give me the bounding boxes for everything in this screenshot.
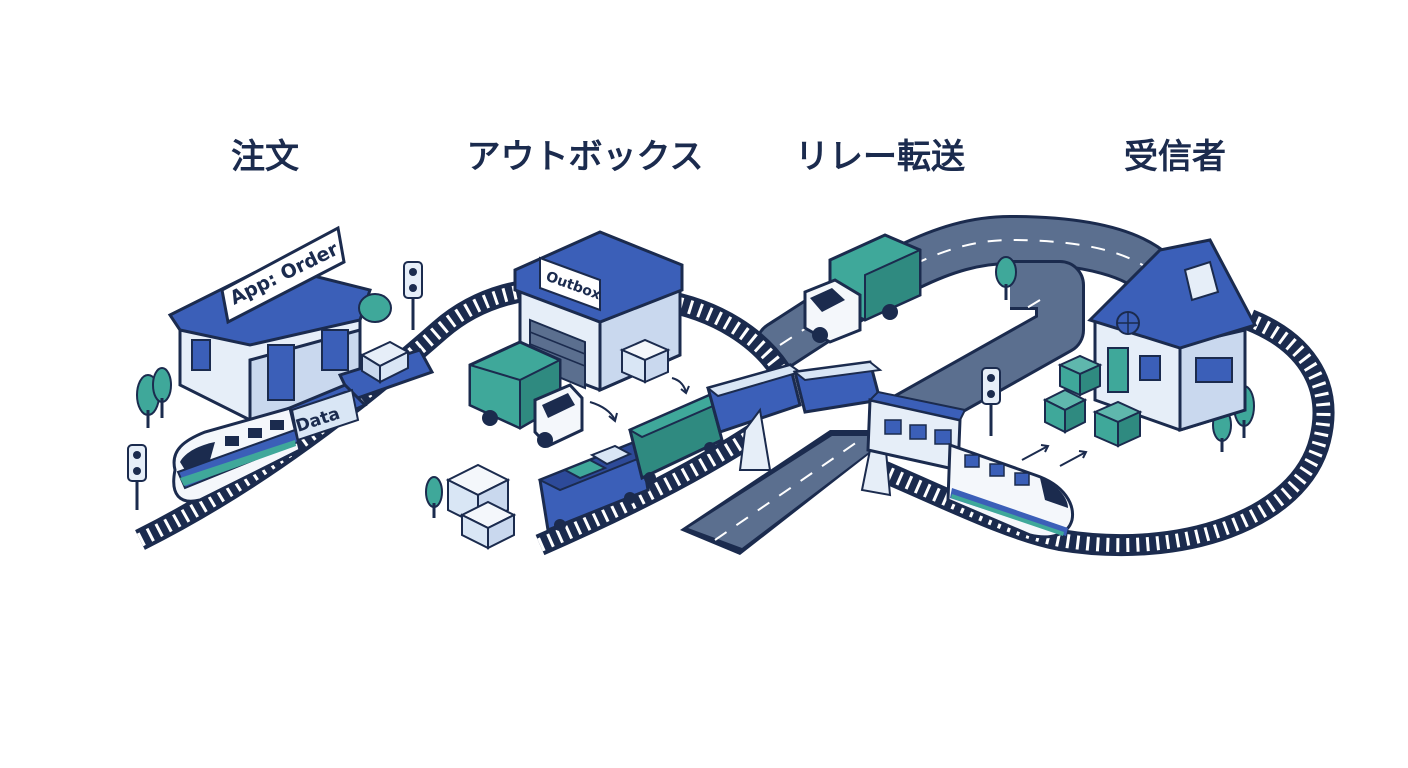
- traffic-light-icon: [127, 261, 1001, 510]
- stage-title-relay: リレー転送: [795, 137, 965, 177]
- stage-title-receiver: 受信者: [1124, 137, 1226, 177]
- train-icon: [537, 360, 1075, 539]
- cargo-box-icon: [445, 338, 671, 550]
- stage-title-order: 注文: [231, 137, 299, 177]
- house-icon: [1087, 238, 1258, 433]
- stage-title-outbox: アウトボックス: [466, 137, 704, 177]
- store-building-icon: [167, 263, 372, 422]
- cargo-box-icon: [1042, 354, 1143, 448]
- arrow-icon: [589, 377, 1088, 467]
- truck-icon: [468, 233, 922, 448]
